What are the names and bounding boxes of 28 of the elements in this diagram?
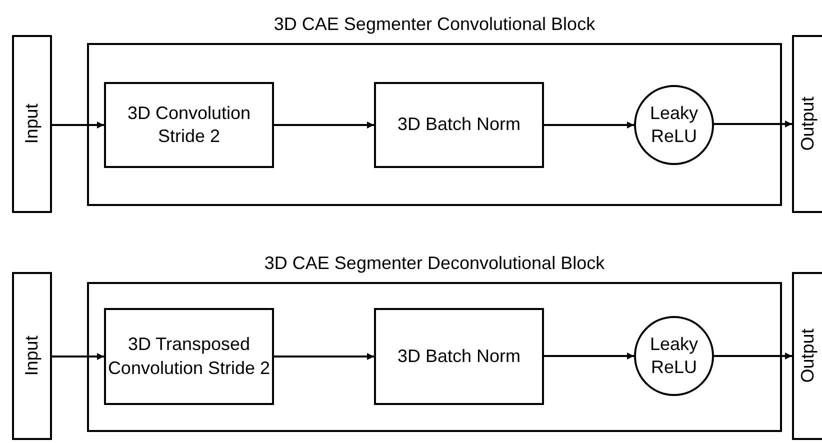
node-label: 3D Batch Norm: [397, 113, 521, 136]
process-box: [104, 82, 274, 168]
process-box: [374, 308, 544, 405]
io-bar: [792, 35, 822, 213]
arrow: [52, 122, 104, 128]
node-label: 3D Batch Norm: [397, 344, 521, 368]
arrow: [714, 120, 792, 128]
process-box: [374, 82, 544, 168]
arrow: [544, 122, 634, 128]
node-label: 3D Transposed Convolution Stride 2: [106, 333, 272, 380]
arrow: [714, 352, 792, 360]
block-title: 3D CAE Segmenter Convolutional Block: [272, 13, 596, 36]
arrow: [274, 353, 374, 360]
io-bar: [12, 35, 52, 213]
io-bar: [12, 272, 52, 440]
node-label: Output: [796, 328, 818, 384]
node-label: Input: [20, 336, 42, 376]
node-label: Input: [20, 104, 42, 144]
arrow: [274, 122, 374, 128]
arrow: [544, 352, 634, 360]
io-bar: [792, 272, 822, 440]
process-box: [104, 308, 274, 405]
node-label: Output: [796, 96, 818, 152]
node-label: 3D Convolution Stride 2: [126, 102, 252, 148]
arrow: [52, 353, 104, 360]
node-label: Leaky ReLU: [648, 332, 700, 379]
block-title: 3D CAE Segmenter Deconvolutional Block: [263, 252, 606, 275]
node-label: Leaky ReLU: [648, 102, 700, 148]
